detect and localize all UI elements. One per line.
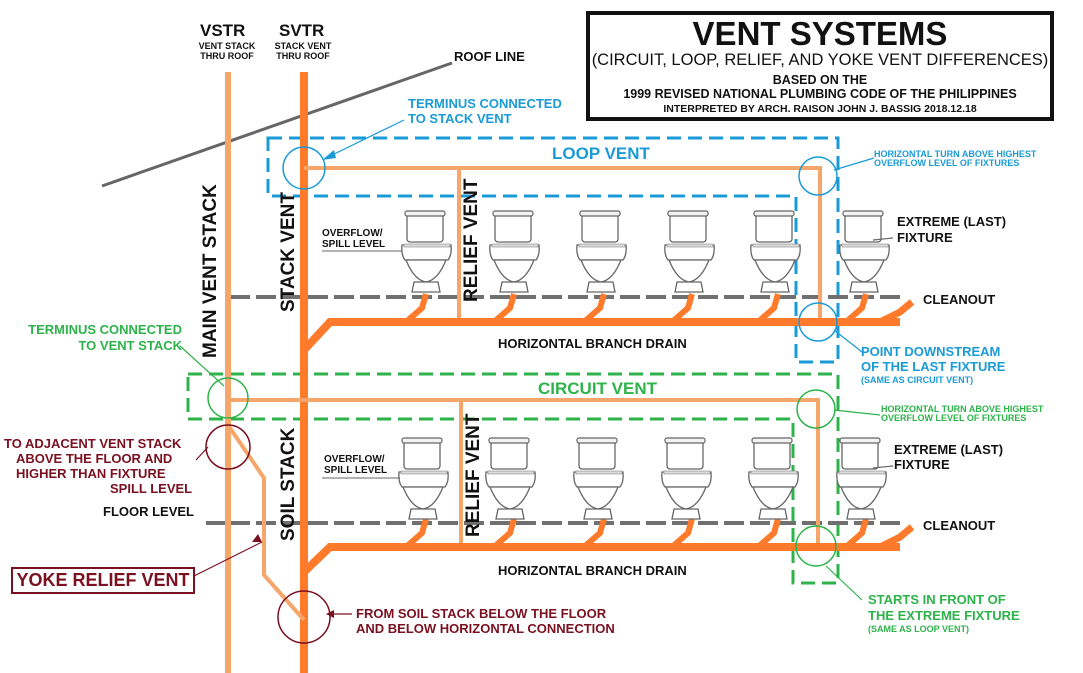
svtr-label: SVTR xyxy=(279,21,325,40)
upper-fixture-branches xyxy=(404,293,869,325)
circuit-turn-line-2: OVERFLOW LEVEL OF FIXTURES xyxy=(881,413,1027,423)
lower-cleanout-label: CLEANOUT xyxy=(923,518,996,533)
title-box: VENT SYSTEMS (CIRCUIT, LOOP, RELIEF, AND… xyxy=(586,11,1054,121)
lower-fixture-branches xyxy=(404,518,869,550)
upper-cleanout-label: CLEANOUT xyxy=(923,292,996,307)
lower-branch-drain xyxy=(301,543,900,575)
vstr-label: VSTR xyxy=(200,21,246,40)
yoke-adjacent-line-3: HIGHER THAN FIXTURE xyxy=(16,466,166,481)
loop-turn-line-1: HORIZONTAL TURN ABOVE HIGHEST xyxy=(874,149,1037,159)
yoke-from-line-2: AND BELOW HORIZONTAL CONNECTION xyxy=(356,621,615,636)
roof-line xyxy=(101,61,453,188)
lower-overflow-line-2: SPILL LEVEL xyxy=(324,465,388,476)
vstr-desc-1: VENT STACK xyxy=(198,41,256,51)
lower-relief-vent-label: RELIEF VENT xyxy=(463,413,484,537)
svtr-desc-1: STACK VENT xyxy=(274,41,332,51)
upper-extreme-line-2: FIXTURE xyxy=(897,230,953,245)
yoke-bottom-circle xyxy=(277,590,331,644)
loop-downstream-circle xyxy=(798,302,838,342)
circuit-turn-line-1: HORIZONTAL TURN ABOVE HIGHEST xyxy=(881,404,1044,414)
upper-branch-drain xyxy=(301,318,900,353)
roof-line-label: ROOF LINE xyxy=(454,49,525,64)
loop-terminus-circle xyxy=(282,146,326,190)
main-vent-stack-label: MAIN VENT STACK xyxy=(200,184,221,358)
title-credit: INTERPRETED BY ARCH. RAISON JOHN J. BASS… xyxy=(663,103,977,116)
circuit-start-circle xyxy=(795,525,837,567)
upper-branch-drain-label: HORIZONTAL BRANCH DRAIN xyxy=(498,336,687,351)
loop-terminus-line-1: TERMINUS CONNECTED xyxy=(408,96,562,111)
upper-relief-vent-label: RELIEF VENT xyxy=(461,178,482,302)
loop-terminus-line-2: TO STACK VENT xyxy=(408,111,512,126)
loop-downstream-note: (SAME AS CIRCUIT VENT) xyxy=(861,375,974,385)
lower-cleanout-pipe xyxy=(878,524,915,551)
circuit-vent-box xyxy=(186,372,840,585)
yoke-from-line-1: FROM SOIL STACK BELOW THE FLOOR xyxy=(356,606,607,621)
lower-overflow-line-1: OVERFLOW/ xyxy=(324,454,385,465)
circuit-terminus-line-1: TERMINUS CONNECTED xyxy=(28,322,182,337)
title-subtitle: (CIRCUIT, LOOP, RELIEF, AND YOKE VENT DI… xyxy=(591,50,1049,69)
lower-extreme-line-2: FIXTURE xyxy=(894,457,950,472)
loop-vent-pipe xyxy=(304,166,822,320)
title-code: 1999 REVISED NATIONAL PLUMBING CODE OF T… xyxy=(623,86,1017,101)
vstr-desc-2: THRU ROOF xyxy=(200,51,254,61)
yoke-top-circle xyxy=(205,424,251,470)
yoke-adjacent-line-2: ABOVE THE FLOOR AND xyxy=(16,451,173,466)
circuit-starts-line-1: STARTS IN FRONT OF xyxy=(868,592,1006,607)
upper-overflow-line-1: OVERFLOW/ xyxy=(322,228,383,239)
loop-vent-box xyxy=(266,136,840,364)
title-main: VENT SYSTEMS xyxy=(692,15,948,52)
loop-turn-line-2: OVERFLOW LEVEL OF FIXTURES xyxy=(874,158,1020,168)
lower-extreme-line-1: EXTREME (LAST) xyxy=(894,442,1004,457)
upper-extreme-line-1: EXTREME (LAST) xyxy=(897,214,1007,229)
upper-overflow-line-2: SPILL LEVEL xyxy=(322,239,386,250)
floor-level-label: FLOOR LEVEL xyxy=(103,504,194,519)
upper-cleanout-pipe xyxy=(878,299,915,326)
circuit-starts-note: (SAME AS LOOP VENT) xyxy=(868,624,970,634)
yoke-vent-pipe xyxy=(226,423,306,622)
yoke-adjacent-line-4: SPILL LEVEL xyxy=(110,481,193,496)
circuit-turn-circle xyxy=(796,389,836,429)
yoke-relief-vent-label: YOKE RELIEF VENT xyxy=(11,567,195,594)
loop-turn-circle xyxy=(798,156,838,196)
loop-downstream-line-1: POINT DOWNSTREAM xyxy=(861,344,1001,359)
stack-vent-label: STACK VENT xyxy=(278,192,299,312)
circuit-starts-line-2: THE EXTREME FIXTURE xyxy=(868,608,1020,623)
title-based-on: BASED ON THE xyxy=(772,72,868,87)
circuit-terminus-line-2: TO VENT STACK xyxy=(78,338,182,353)
yoke-adjacent-line-1: TO ADJACENT VENT STACK xyxy=(4,436,182,451)
loop-vent-title: LOOP VENT xyxy=(552,144,650,163)
circuit-terminus-circle xyxy=(207,377,249,419)
circuit-vent-title: CIRCUIT VENT xyxy=(538,379,657,398)
loop-downstream-line-2: OF THE LAST FIXTURE xyxy=(861,359,1006,374)
svtr-desc-2: THRU ROOF xyxy=(276,51,330,61)
lower-branch-drain-label: HORIZONTAL BRANCH DRAIN xyxy=(498,563,687,578)
soil-stack-label: SOIL STACK xyxy=(278,427,299,541)
circuit-vent-pipe xyxy=(228,398,820,545)
